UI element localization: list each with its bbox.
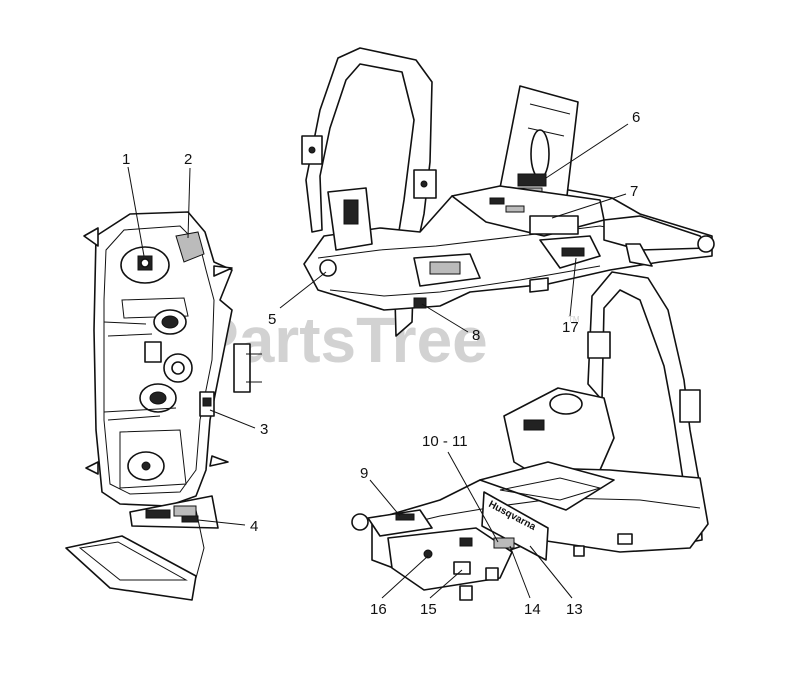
callout-15: 15: [420, 601, 437, 618]
leader-lines: [127, 123, 629, 599]
callout-17: 17: [562, 319, 579, 336]
deck-housing: [93, 211, 233, 507]
callout-10-11: 10 - 11: [422, 433, 468, 450]
callout-13: 13: [566, 601, 583, 618]
callout-2: 2: [184, 151, 192, 168]
callout-9: 9: [360, 465, 368, 482]
watermark: PartsTree TM: [196, 304, 580, 376]
watermark-trademark: TM: [568, 315, 580, 324]
callout-4: 4: [250, 518, 258, 535]
callout-16: 16: [370, 601, 387, 618]
callout-8: 8: [472, 327, 480, 344]
callout-6: 6: [632, 109, 640, 126]
callout-labels: 1 2 3 4 5 6 7 8 9 10 - 11 13 14 15 16 17: [122, 109, 640, 618]
mower-deck: [65, 211, 262, 601]
callout-3: 3: [260, 421, 268, 438]
callout-1: 1: [122, 151, 130, 168]
callout-14: 14: [524, 601, 541, 618]
callout-5: 5: [268, 311, 276, 328]
rear-frame: Husqvarna: [351, 271, 709, 601]
frame-with-rops: [301, 47, 715, 337]
callout-7: 7: [630, 183, 638, 200]
discharge-chute: [65, 535, 197, 601]
